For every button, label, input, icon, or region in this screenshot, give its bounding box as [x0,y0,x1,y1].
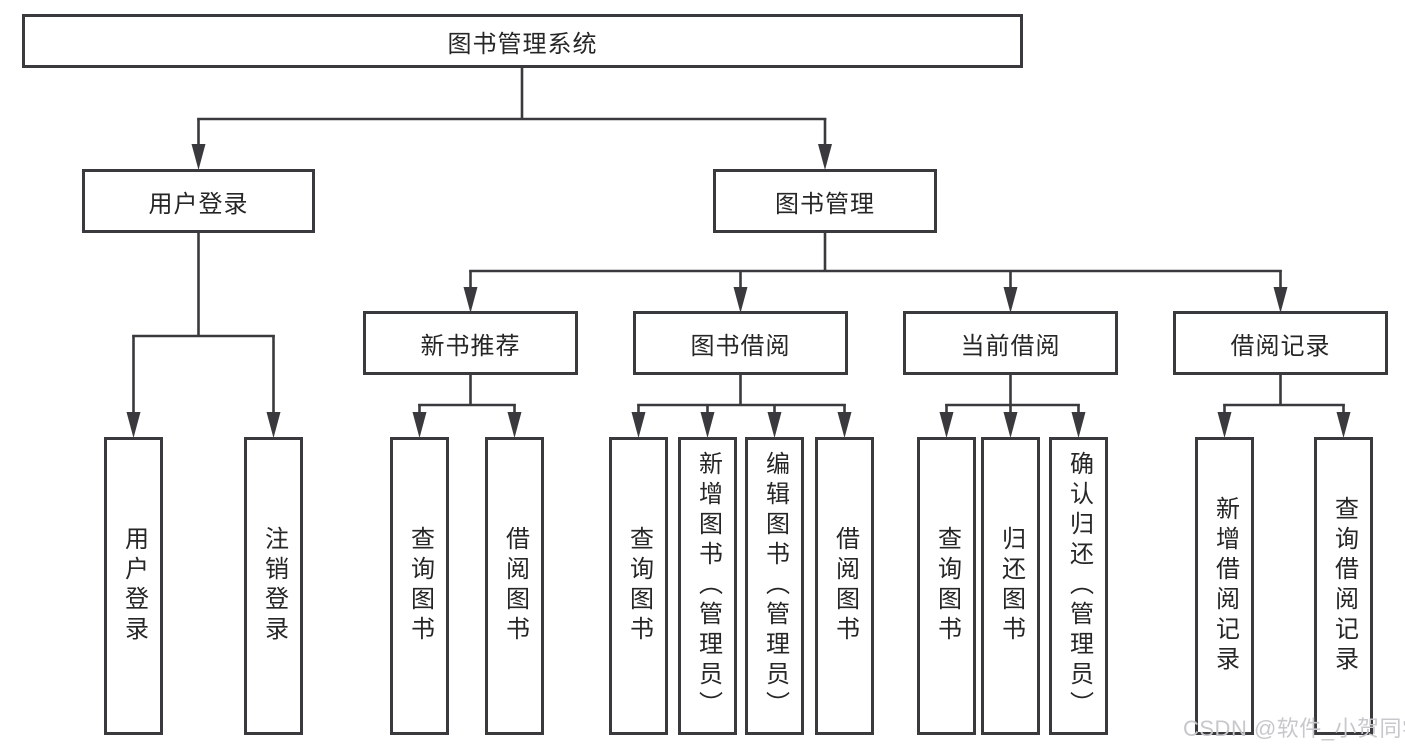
node-root: 图书管理系统 [22,14,1023,68]
leaf-label: 查询借阅记录 [1330,496,1358,676]
leaf-confirm-return-admin: 确认归还（管理员） [1049,437,1108,735]
leaf-label: 注销登录 [260,526,288,646]
leaf-logout: 注销登录 [244,437,303,735]
leaf-query-borrow-record: 查询借阅记录 [1314,437,1373,735]
node-book-management: 图书管理 [713,169,937,233]
csdn-watermark: CSDN @软件_小贺同学 [1183,716,1405,741]
leaf-add-borrow-record: 新增借阅记录 [1195,437,1254,735]
leaf-label: 借阅图书 [831,526,859,646]
node-book-borrowing: 图书借阅 [633,311,848,375]
node-book-management-label: 图书管理 [775,190,875,218]
leaf-label: 归还图书 [997,526,1025,646]
node-new-book-recommendation-label: 新书推荐 [420,332,521,360]
leaf-return-books: 归还图书 [981,437,1040,735]
node-borrowing-records-label: 借阅记录 [1230,332,1331,360]
node-user-login: 用户登录 [82,169,315,233]
node-current-borrowing-label: 当前借阅 [960,332,1061,360]
node-borrowing-records: 借阅记录 [1173,311,1388,375]
leaf-label: 借阅图书 [501,526,529,646]
node-root-label: 图书管理系统 [447,30,598,58]
leaf-user-login: 用户登录 [104,437,163,735]
leaf-label: 查询图书 [406,526,434,646]
leaf-label: 编辑图书（管理员） [761,451,789,721]
leaf-label: 确认归还（管理员） [1065,451,1093,721]
node-current-borrowing: 当前借阅 [903,311,1118,375]
leaf-edit-books-admin: 编辑图书（管理员） [745,437,804,735]
leaf-borrow-books-recommend: 借阅图书 [485,437,544,735]
leaf-query-books-borrow: 查询图书 [609,437,668,735]
leaf-label: 新增图书（管理员） [694,451,722,721]
node-book-borrowing-label: 图书借阅 [690,332,791,360]
node-user-login-label: 用户登录 [148,190,249,218]
leaf-label: 新增借阅记录 [1211,496,1239,676]
node-new-book-recommendation: 新书推荐 [363,311,578,375]
leaf-query-books-recommend: 查询图书 [390,437,449,735]
leaf-label: 查询图书 [933,526,961,646]
leaf-borrow-books: 借阅图书 [815,437,874,735]
leaf-label: 用户登录 [120,526,148,646]
leaf-label: 查询图书 [625,526,653,646]
leaf-query-books-current: 查询图书 [917,437,976,735]
leaf-add-books-admin: 新增图书（管理员） [678,437,737,735]
